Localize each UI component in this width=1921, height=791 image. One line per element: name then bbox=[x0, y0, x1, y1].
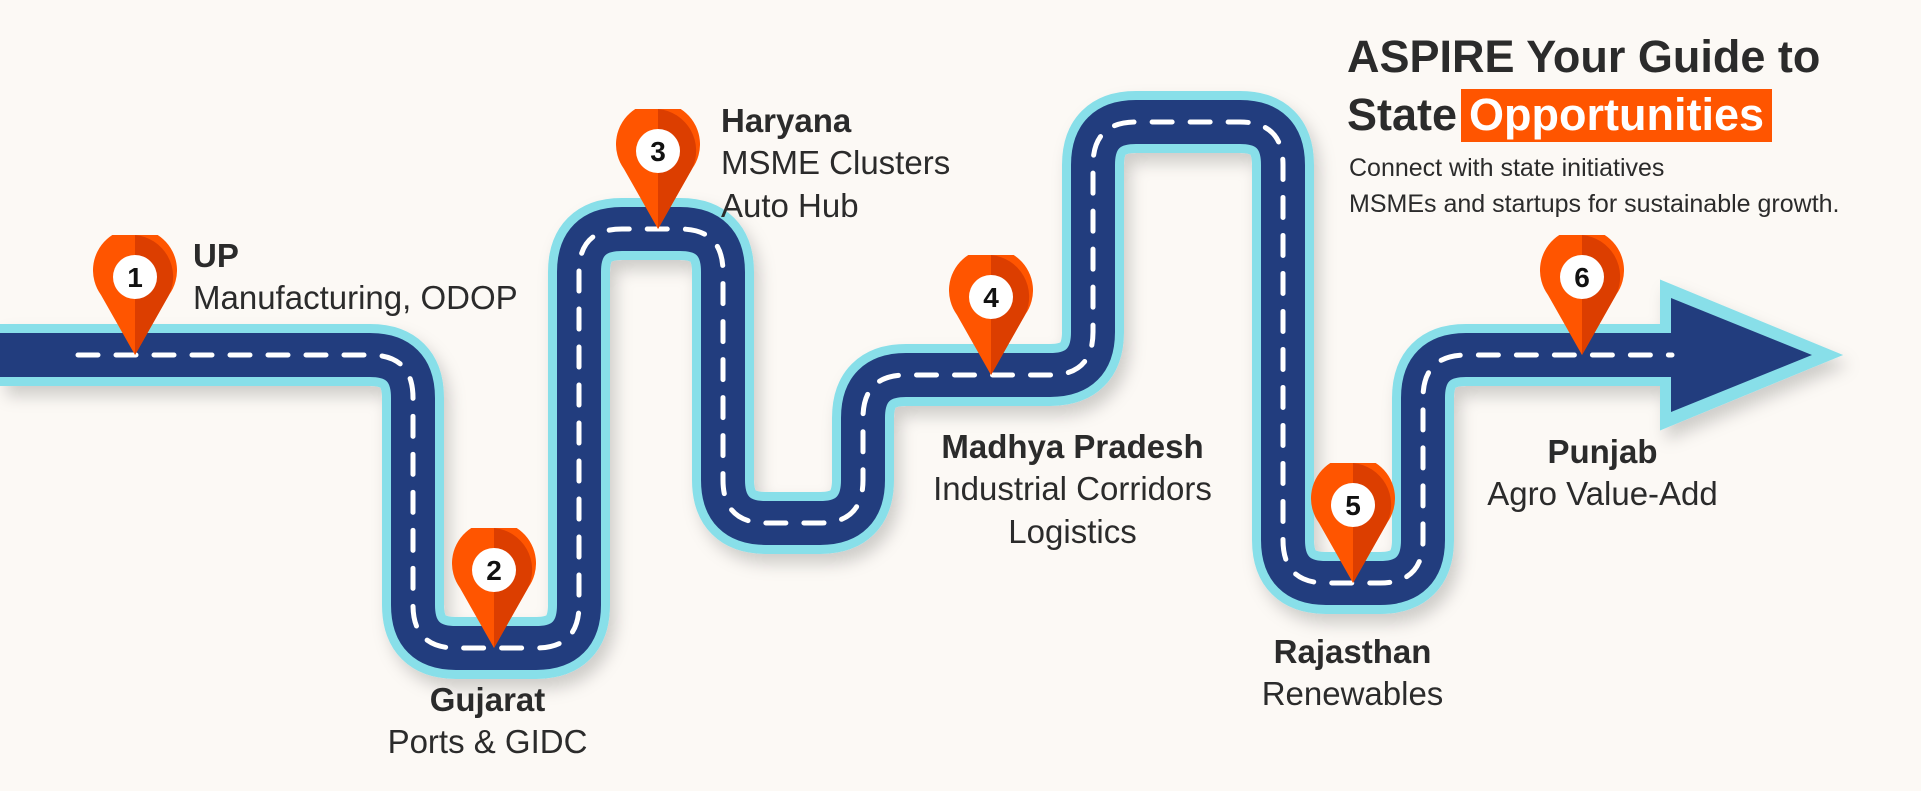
subtitle-line-2: MSMEs and startups for sustainable growt… bbox=[1349, 190, 1840, 218]
title-line-1: ASPIRE Your Guide to bbox=[1347, 31, 1821, 82]
stop-label-up: UP Manufacturing, ODOP bbox=[193, 236, 518, 319]
map-pin-icon-haryana: 3 bbox=[616, 102, 700, 234]
pin-number: 5 bbox=[1345, 490, 1361, 521]
map-pin-icon-gujarat: 2 bbox=[452, 521, 536, 653]
stop-label-haryana: Haryana MSME Clusters Auto Hub bbox=[721, 101, 950, 228]
pin-number: 4 bbox=[983, 282, 999, 313]
stop-label-gujarat: Gujarat Ports & GIDC bbox=[330, 680, 645, 763]
stop-description: Manufacturing, ODOP bbox=[193, 278, 518, 316]
subtitle-line-1: Connect with state initiatives bbox=[1349, 154, 1665, 182]
stop-description-2: Auto Hub bbox=[721, 187, 859, 225]
pin-number: 1 bbox=[127, 262, 143, 293]
map-pin-icon-madhya-pradesh: 4 bbox=[949, 248, 1033, 380]
stop-description: Industrial Corridors bbox=[933, 469, 1212, 507]
stop-name: Madhya Pradesh bbox=[941, 428, 1204, 465]
stop-description: Ports & GIDC bbox=[387, 722, 588, 760]
stop-label-punjab: Punjab Agro Value-Add bbox=[1450, 432, 1755, 515]
stop-name: Gujarat bbox=[429, 681, 546, 718]
subtitle: Connect with state initiatives MSMEs and… bbox=[1349, 150, 1840, 222]
map-pin-icon-up: 1 bbox=[93, 228, 177, 360]
stop-description: Renewables bbox=[1261, 674, 1444, 712]
stop-description-2: Logistics bbox=[1008, 513, 1137, 551]
stop-name: UP bbox=[193, 237, 239, 274]
pin-number: 6 bbox=[1574, 262, 1590, 293]
stop-name: Rajasthan bbox=[1273, 633, 1432, 670]
map-pin-icon-rajasthan: 5 bbox=[1311, 456, 1395, 588]
stop-name: Haryana bbox=[721, 102, 852, 139]
title-highlight: Opportunities bbox=[1461, 89, 1773, 142]
map-pin-icon-punjab: 6 bbox=[1540, 228, 1624, 360]
pin-number: 3 bbox=[650, 136, 666, 167]
title-plain: State bbox=[1347, 89, 1458, 140]
stop-label-madhya-pradesh: Madhya Pradesh Industrial Corridors Logi… bbox=[900, 427, 1245, 554]
road-arrowhead bbox=[1671, 298, 1812, 412]
stop-name: Punjab bbox=[1547, 433, 1658, 470]
stop-label-rajasthan: Rajasthan Renewables bbox=[1200, 632, 1505, 715]
pin-number: 2 bbox=[486, 555, 502, 586]
stop-description: Agro Value-Add bbox=[1487, 474, 1718, 512]
lane-markings bbox=[75, 119, 1675, 651]
stop-description: MSME Clusters bbox=[721, 143, 951, 181]
